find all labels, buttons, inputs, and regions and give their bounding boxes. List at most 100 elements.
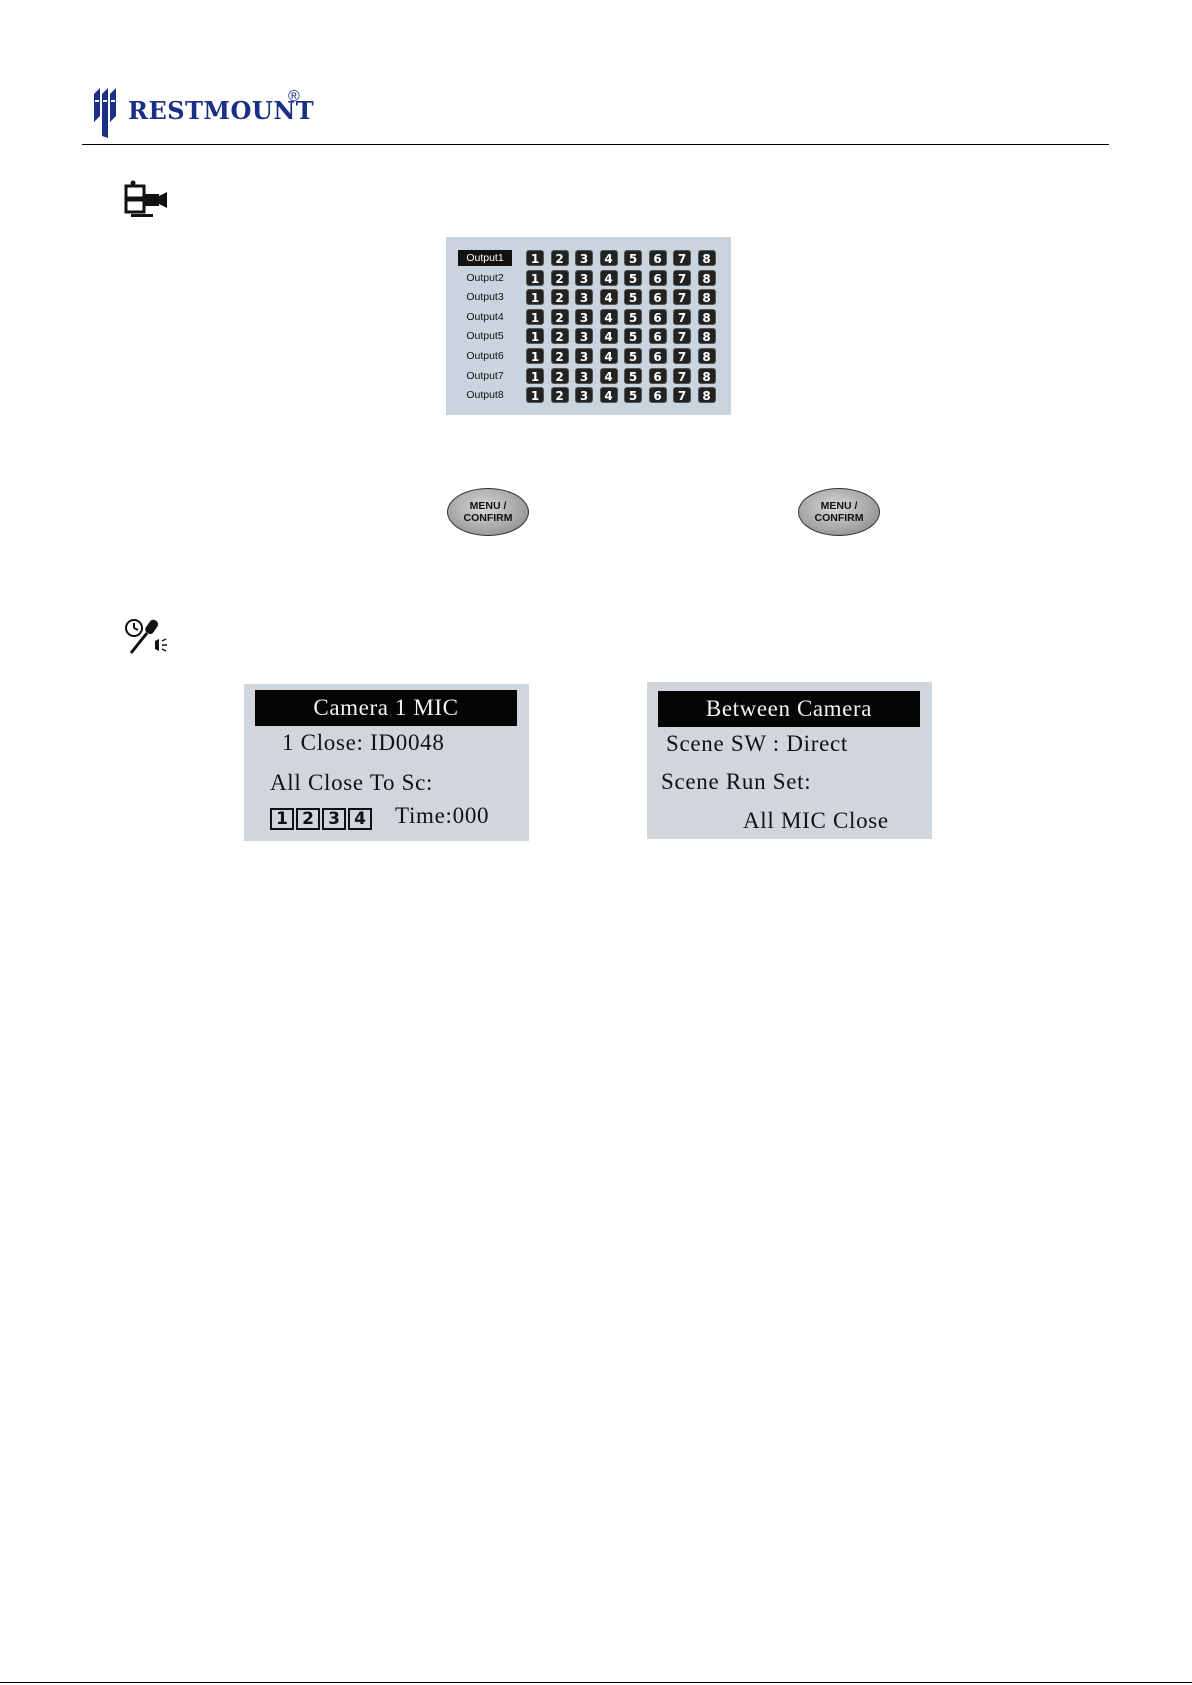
matrix-input-box[interactable]: 5	[624, 387, 642, 404]
matrix-input-box[interactable]: 2	[550, 269, 569, 286]
scene-box-3: 3	[322, 808, 346, 830]
matrix-input-box[interactable]: 6	[648, 387, 667, 404]
registered-mark: ®	[288, 88, 300, 105]
matrix-input-box[interactable]: 8	[697, 387, 716, 404]
matrix-input-box[interactable]: 3	[575, 269, 593, 286]
matrix-input-box[interactable]: 8	[697, 348, 716, 364]
matrix-input-box[interactable]: 8	[697, 289, 716, 306]
matrix-input-box[interactable]: 6	[648, 250, 667, 266]
lcd-line-all-mic-close: All MIC Close	[743, 808, 889, 833]
matrix-input-box[interactable]: 5	[624, 308, 642, 325]
lcd-line-close-id: 1 Close: ID0048	[282, 730, 445, 755]
button-label-line2: CONFIRM	[463, 512, 513, 524]
matrix-input-box[interactable]: 1	[526, 308, 544, 325]
matrix-input-box[interactable]: 5	[624, 348, 642, 364]
matrix-input-box[interactable]: 7	[673, 387, 691, 404]
matrix-input-box[interactable]: 4	[599, 269, 618, 286]
matrix-input-box[interactable]: 7	[673, 250, 691, 266]
matrix-input-box[interactable]: 4	[599, 289, 618, 306]
matrix-row-label[interactable]: Output2	[466, 271, 504, 284]
matrix-row-label[interactable]: Output4	[466, 310, 504, 323]
matrix-row-label[interactable]: Output5	[466, 330, 504, 343]
menu-confirm-button-2[interactable]: MENU / CONFIRM	[798, 488, 880, 536]
matrix-input-box[interactable]: 6	[648, 269, 667, 286]
lcd-line-all-close: All Close To Sc:	[270, 770, 434, 795]
camera-matrix-icon	[123, 180, 169, 220]
matrix-input-box[interactable]: 1	[526, 250, 544, 266]
matrix-input-box[interactable]: 5	[624, 269, 642, 286]
matrix-input-box[interactable]: 6	[648, 348, 667, 364]
matrix-input-box[interactable]: 4	[599, 308, 618, 325]
matrix-input-box[interactable]: 6	[648, 289, 667, 306]
matrix-input-box[interactable]: 3	[575, 328, 593, 345]
matrix-input-box[interactable]: 7	[673, 348, 691, 364]
matrix-input-box[interactable]: 6	[648, 308, 667, 325]
matrix-input-box[interactable]: 2	[550, 308, 569, 325]
matrix-input-box[interactable]: 8	[697, 250, 716, 266]
matrix-input-box[interactable]: 2	[550, 328, 569, 345]
matrix-input-box[interactable]: 5	[624, 289, 642, 306]
button-label-line1: MENU /	[820, 500, 858, 512]
matrix-input-box[interactable]: 7	[673, 367, 691, 384]
brand-logo: RESTMOUNT ®	[90, 86, 320, 138]
matrix-input-box[interactable]: 2	[550, 348, 569, 364]
matrix-input-box[interactable]: 1	[526, 289, 544, 306]
timer-microphone-icon	[123, 617, 169, 657]
matrix-input-box[interactable]: 2	[550, 387, 569, 404]
matrix-input-box[interactable]: 2	[550, 250, 569, 266]
matrix-input-box[interactable]: 3	[575, 367, 593, 384]
matrix-row-label[interactable]: Output7	[466, 369, 504, 382]
matrix-input-box[interactable]: 2	[550, 367, 569, 384]
matrix-input-box[interactable]: 3	[575, 289, 593, 306]
matrix-input-box[interactable]: 1	[526, 387, 544, 404]
matrix-input-box[interactable]: 6	[648, 328, 667, 345]
matrix-input-box[interactable]: 7	[673, 308, 691, 325]
header-rule	[82, 144, 1109, 145]
matrix-input-box[interactable]: 4	[599, 348, 618, 364]
matrix-row-label[interactable]: Output3	[466, 291, 504, 304]
matrix-input-box[interactable]: 3	[575, 250, 593, 266]
scene-box-2: 2	[296, 808, 320, 830]
matrix-input-box[interactable]: 5	[624, 328, 642, 345]
matrix-input-box[interactable]: 4	[599, 328, 618, 345]
matrix-row-label[interactable]: Output6	[466, 350, 504, 362]
lcd-title: Between Camera	[658, 691, 920, 727]
logo-mark-icon	[94, 88, 116, 138]
matrix-input-box[interactable]: 8	[697, 269, 716, 286]
menu-confirm-button[interactable]: MENU / CONFIRM	[447, 488, 529, 536]
button-label-line2: CONFIRM	[814, 512, 864, 524]
matrix-input-box[interactable]: 7	[673, 328, 691, 345]
matrix-input-box[interactable]: 6	[648, 367, 667, 384]
matrix-input-box[interactable]: 7	[673, 289, 691, 306]
matrix-row-label[interactable]: Output8	[466, 389, 504, 402]
matrix-input-box[interactable]: 2	[550, 289, 569, 306]
matrix-row-label[interactable]: Output1	[458, 250, 512, 266]
matrix-input-box[interactable]: 4	[599, 387, 618, 404]
matrix-input-box[interactable]: 7	[673, 269, 691, 286]
matrix-input-box[interactable]: 1	[526, 328, 544, 345]
matrix-input-box[interactable]: 8	[697, 328, 716, 345]
matrix-input-box[interactable]: 5	[624, 250, 642, 266]
lcd-line-scene-run: Scene Run Set:	[661, 769, 812, 794]
lcd-line-time: Time:000	[395, 803, 490, 828]
matrix-input-box[interactable]: 3	[575, 348, 593, 364]
lcd-camera-mic: Camera 1 MIC 1 Close: ID0048 All Close T…	[244, 684, 529, 841]
matrix-input-box[interactable]: 8	[697, 308, 716, 325]
matrix-input-box[interactable]: 3	[575, 308, 593, 325]
matrix-input-box[interactable]: 3	[575, 387, 593, 404]
lcd-title: Camera 1 MIC	[255, 690, 517, 726]
matrix-input-box[interactable]: 1	[526, 348, 544, 364]
matrix-input-box[interactable]: 5	[624, 367, 642, 384]
matrix-input-box[interactable]: 4	[599, 367, 618, 384]
matrix-input-box[interactable]: 4	[599, 250, 618, 266]
matrix-input-box[interactable]: 1	[526, 367, 544, 384]
matrix-input-box[interactable]: 1	[526, 269, 544, 286]
button-label-line1: MENU /	[469, 500, 507, 512]
scene-box-4: 4	[348, 808, 372, 830]
matrix-input-box[interactable]: 8	[697, 367, 716, 384]
